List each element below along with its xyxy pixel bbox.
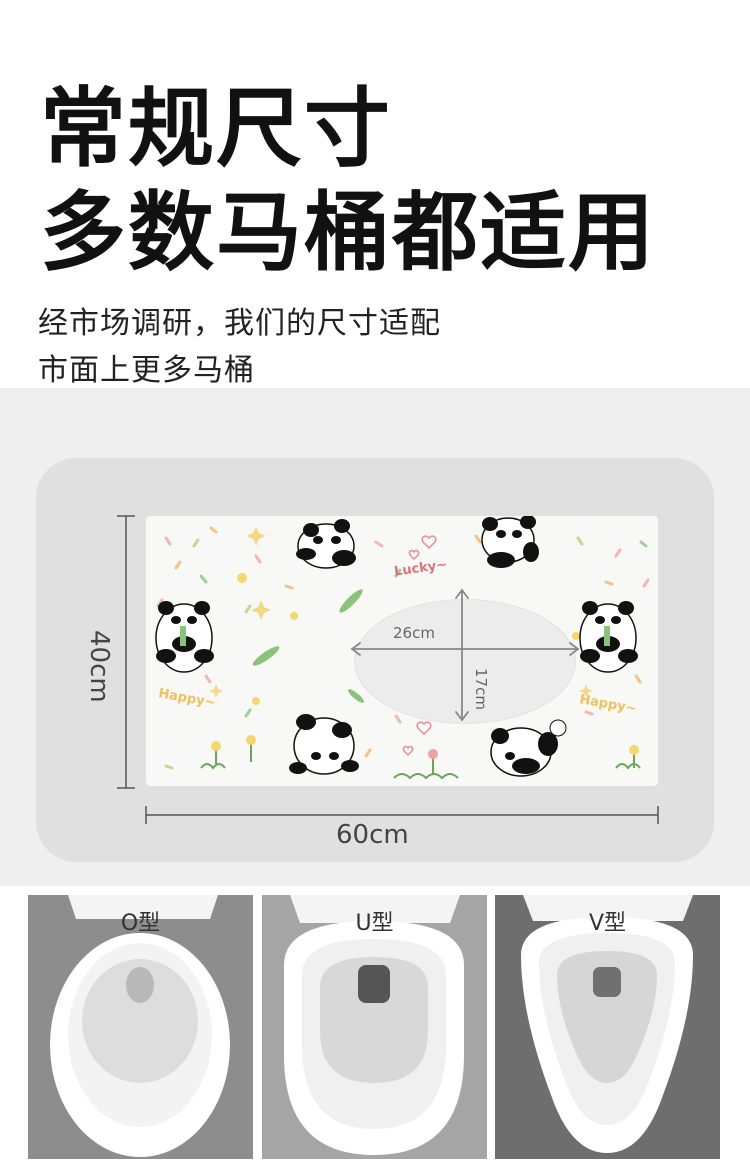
panda-bottom-right	[490, 719, 567, 777]
width-dimension-label: 60cm	[336, 820, 409, 850]
toilet-photo-v-type: V型	[495, 895, 720, 1159]
hole-height-label: 17cm	[472, 668, 490, 710]
subtitle-line-1: 经市场调研，我们的尺寸适配	[38, 306, 441, 341]
seat-mat: 26cm 17cm Lucky~ Happy~ Happy~	[146, 516, 658, 786]
toilet-u-illustration	[262, 895, 487, 1159]
panda-top-center	[296, 519, 356, 569]
subtitle-line-2: 市面上更多马桶	[38, 353, 255, 388]
toilet-u-label: U型	[355, 911, 394, 936]
panda-top-right	[481, 516, 539, 568]
panda-bottom-center	[289, 714, 359, 775]
toilet-o-label: O型	[120, 911, 161, 936]
height-dimension-label: 40cm	[84, 630, 114, 703]
hole-width-label: 26cm	[393, 624, 435, 642]
hole-dimension-arrows	[350, 588, 580, 722]
panda-left	[155, 601, 214, 673]
headline-line-2: 多数马桶都适用	[40, 183, 656, 283]
toilet-v-label: V型	[588, 911, 627, 936]
mat-decorations	[155, 516, 650, 780]
toilet-v-illustration	[495, 895, 720, 1159]
panda-right	[579, 601, 638, 673]
toilet-photo-o-type: O型	[28, 895, 253, 1159]
toilet-photo-u-type: U型	[262, 895, 487, 1159]
headline-line-1: 常规尺寸	[40, 79, 392, 179]
toilet-o-illustration	[28, 895, 253, 1159]
cutout-hole	[354, 599, 576, 724]
